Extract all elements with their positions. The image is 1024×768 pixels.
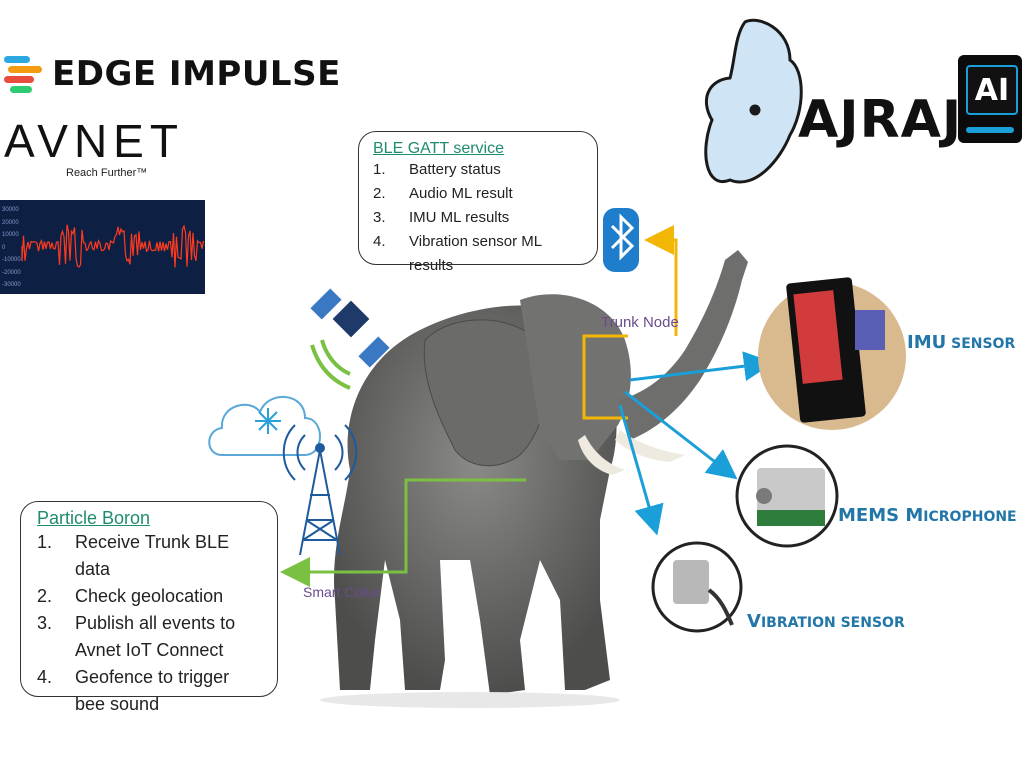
trunk-node-connector: [582, 225, 678, 420]
ble-service-list: 1.Battery status 2.Audio ML result 3.IMU…: [373, 158, 583, 278]
ajraj-mascot-icon: [704, 18, 803, 184]
ble-gatt-service-box: BLE GATT service 1.Battery status 2.Audi…: [358, 131, 598, 274]
waveform-tick-label: 10000: [2, 232, 19, 238]
boron-task-list: 1.Receive Trunk BLE data 2.Check geoloca…: [37, 529, 261, 718]
ajraj-wordmark: AJRAJ.: [798, 90, 983, 150]
mems-microphone-photo: [735, 444, 839, 548]
satellite-icon: [310, 288, 390, 390]
list-item: 3.Publish all events to Avnet IoT Connec…: [37, 613, 236, 660]
list-item: 4.Vibration sensor ML results: [373, 233, 542, 274]
ajraj-word: AJRAJ: [798, 90, 963, 150]
waveform-y-ticks: 30000 20000 10000 0 -10000 -20000 -30000: [2, 204, 21, 292]
trunk-node-label: Trunk Node: [601, 314, 679, 331]
avnet-tagline: Reach Further™: [66, 167, 148, 179]
smart-collar-label: Smart Collar: [303, 584, 381, 600]
imu-sensor-photo: [758, 277, 906, 430]
waveform-tick-label: -30000: [2, 282, 21, 288]
waveform-line: [21, 224, 205, 268]
star-burst-icon: [255, 408, 281, 434]
list-item: 4.Geofence to trigger bee sound: [37, 667, 230, 714]
edge-impulse-bars-icon: [4, 52, 44, 96]
ble-box-title: BLE GATT service: [373, 140, 504, 157]
bluetooth-icon: [603, 208, 639, 272]
list-item: 2.Check geolocation: [37, 586, 224, 606]
mems-microphone-label: MEMS MICROPHONE: [838, 505, 1017, 526]
list-item: 1.Receive Trunk BLE data: [37, 532, 230, 579]
sensor-arrows: [618, 351, 774, 536]
ai-badge-stripe: [966, 127, 1014, 133]
edge-impulse-logo: EDGE IMPULSE: [4, 52, 341, 96]
waveform-tick-label: 30000: [2, 207, 19, 213]
waveform-tick-label: -10000: [2, 257, 21, 263]
particle-boron-box: Particle Boron 1.Receive Trunk BLE data …: [20, 501, 278, 714]
elephant-illustration: [320, 250, 748, 708]
list-item: 2.Audio ML result: [373, 185, 513, 202]
vibration-sensor-label: VIBRATION SENSOR: [747, 611, 905, 632]
boron-box-title: Particle Boron: [37, 508, 151, 528]
list-item: 1.Battery status: [373, 161, 501, 178]
waveform-trace: [21, 224, 205, 268]
waveform-tick-label: 20000: [2, 219, 19, 226]
ai-badge-text: AI: [966, 65, 1018, 115]
vibration-sensor-photo: [651, 541, 743, 633]
imu-sensor-label: IMU SENSOR: [907, 332, 1016, 353]
audio-waveform-image: 30000 20000 10000 0 -10000 -20000 -30000: [0, 200, 205, 294]
list-item: 3.IMU ML results: [373, 209, 510, 226]
avnet-logo: AVNET Reach Further™: [4, 118, 184, 179]
waveform-tick-label: -20000: [2, 269, 21, 276]
cloud-icon: [208, 396, 321, 456]
cell-tower-icon: [282, 424, 358, 556]
edge-impulse-wordmark: EDGE IMPULSE: [52, 54, 341, 94]
ai-badge: AI: [958, 55, 1022, 143]
smart-collar-connector: [280, 478, 526, 587]
waveform-tick-label: 0: [2, 244, 6, 251]
avnet-wordmark: AVNET: [4, 115, 184, 167]
